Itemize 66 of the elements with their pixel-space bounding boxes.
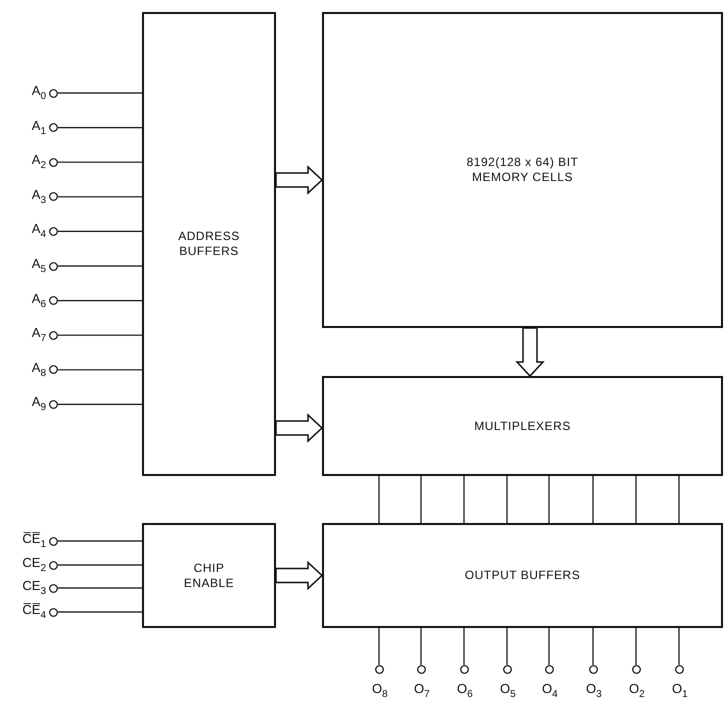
pin-label: A$_{0}$ (32, 84, 46, 102)
signal-line (506, 628, 508, 665)
pin-label: A$_{1}$ (32, 118, 46, 137)
block-label: CHIP ENABLE (182, 560, 236, 590)
pin-label: O$_{2}$ (629, 682, 645, 700)
signal-line (58, 587, 142, 589)
signal-line (635, 476, 637, 523)
block-label: 8192(128 x 64) BIT MEMORY CELLS (466, 155, 580, 185)
pin-label: A$_{5}$ (32, 257, 46, 275)
signal-line (58, 369, 142, 370)
block-label: MULTIPLEXERS (474, 418, 571, 434)
bus-arrow (275, 165, 324, 195)
signal-line (58, 334, 142, 336)
signal-line (58, 127, 142, 128)
pin-label: O$_{3}$ (586, 682, 602, 700)
pin-label: O$_{7}$ (414, 682, 430, 700)
pin-label: O$_{1}$ (672, 682, 688, 700)
pin-label: A$_{8}$ (32, 360, 46, 379)
pin-label: O$_{6}$ (457, 682, 473, 700)
signal-line (463, 476, 465, 523)
signal-line (58, 92, 142, 94)
signal-line (58, 404, 142, 405)
signal-line (678, 628, 680, 665)
signal-line (58, 230, 142, 232)
signal-line (420, 476, 422, 523)
block-box (142, 12, 276, 476)
pin-label: A$_{6}$ (32, 292, 46, 310)
signal-line (463, 628, 465, 665)
pin-label: A$_{3}$ (32, 188, 46, 206)
signal-line (58, 265, 142, 267)
pin-label: O$_{5}$ (500, 682, 516, 700)
signal-line (592, 628, 594, 665)
signal-line (58, 611, 142, 613)
pin-label: C̅E̅$_{1}$ (22, 532, 46, 550)
pin-label: A$_{2}$ (32, 153, 46, 172)
signal-line (58, 196, 142, 198)
block-label: ADDRESS BUFFERS (177, 229, 241, 259)
pin-label: CE$_{2}$ (22, 556, 46, 574)
signal-line (378, 628, 380, 665)
signal-line (378, 476, 380, 523)
block-box (142, 523, 276, 628)
signal-line (548, 476, 550, 523)
pin-label: C̅E̅$_{4}$ (22, 603, 46, 621)
signal-line (506, 476, 508, 523)
signal-line (58, 564, 142, 566)
pin-label: A$_{7}$ (32, 326, 46, 344)
signal-line (58, 540, 142, 542)
bus-arrow (515, 327, 545, 378)
block-box (322, 12, 723, 328)
pin-label: CE$_{3}$ (22, 579, 46, 597)
signal-line (592, 476, 594, 523)
bus-arrow (275, 560, 324, 590)
signal-line (678, 476, 680, 523)
pin-label: A$_{9}$ (32, 395, 46, 414)
pin-label: O$_{4}$ (542, 682, 558, 700)
signal-line (635, 628, 637, 665)
signal-line (420, 628, 422, 665)
pin-label: O$_{8}$ (372, 682, 388, 700)
signal-line (58, 300, 142, 302)
block-box (322, 523, 723, 628)
signal-line (58, 162, 142, 163)
pin-label: A$_{4}$ (32, 222, 46, 240)
block-box (322, 376, 723, 476)
signal-line (548, 628, 550, 665)
block-label: OUTPUT BUFFERS (464, 568, 580, 583)
bus-arrow (275, 413, 324, 443)
